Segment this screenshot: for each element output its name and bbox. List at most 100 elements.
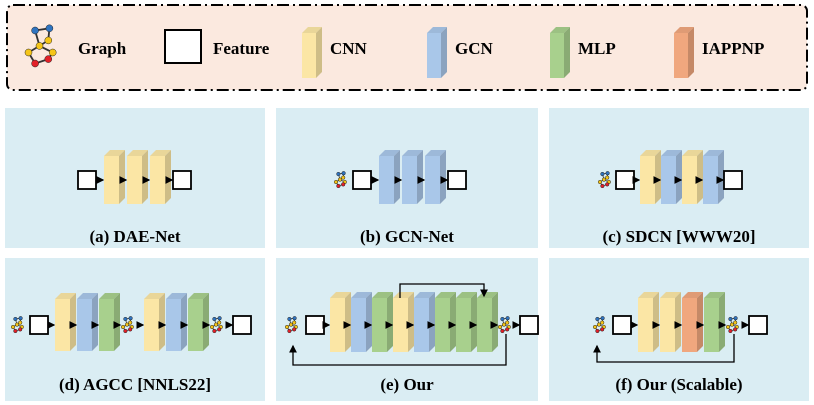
graph-node bbox=[725, 324, 731, 330]
graph-icon bbox=[333, 171, 347, 189]
mlp-layer-side bbox=[492, 292, 498, 352]
gcn-layer-front bbox=[351, 298, 366, 352]
iappnp-layer-top bbox=[682, 292, 703, 298]
cnn-layer bbox=[393, 292, 414, 352]
legend-graph-label: Graph bbox=[78, 39, 127, 58]
feature-icon bbox=[164, 29, 202, 64]
graph-node bbox=[128, 327, 133, 332]
graph-node bbox=[31, 26, 39, 35]
feature-box bbox=[615, 170, 635, 190]
graph-node bbox=[217, 327, 222, 332]
gcn-layer bbox=[77, 293, 98, 351]
graph-node bbox=[733, 316, 738, 321]
graph-icon bbox=[284, 316, 298, 334]
panel-e-pipeline bbox=[284, 283, 539, 366]
graph-node bbox=[600, 183, 605, 189]
cnn-layer-front bbox=[393, 298, 408, 352]
graph-node bbox=[35, 42, 44, 50]
cnn-layer-top bbox=[144, 293, 165, 299]
graph-node bbox=[341, 182, 346, 187]
graph-node bbox=[333, 179, 339, 185]
cnn-layer-front bbox=[660, 298, 675, 352]
mlp-layer bbox=[550, 27, 570, 78]
mlp-layer-front bbox=[435, 298, 450, 352]
mlp-layer-side bbox=[114, 293, 120, 351]
graph-icon bbox=[10, 316, 24, 334]
graph-node bbox=[24, 48, 33, 57]
gcn-layer-side bbox=[92, 293, 98, 351]
graph-node bbox=[341, 171, 346, 176]
cnn-layer-front bbox=[55, 299, 70, 351]
gcn-layer-top bbox=[402, 150, 423, 156]
graph-node bbox=[595, 316, 600, 322]
mlp-layer-front bbox=[704, 298, 719, 352]
gcn-layer-top bbox=[661, 150, 682, 156]
iappnp-layer-top bbox=[674, 27, 694, 33]
gcn-layer bbox=[166, 293, 187, 351]
gcn-layer bbox=[379, 150, 400, 204]
graph-node bbox=[605, 182, 610, 187]
cnn-layer-front bbox=[638, 298, 653, 352]
mlp-layer-front bbox=[188, 299, 203, 351]
legend-feature-label: Feature bbox=[213, 39, 270, 58]
cnn-layer-top bbox=[393, 292, 414, 298]
mlp-layer-front bbox=[99, 299, 114, 351]
cnn-layer bbox=[104, 150, 125, 204]
graph-node bbox=[728, 316, 733, 322]
graph-node bbox=[14, 322, 20, 327]
graph-node bbox=[500, 316, 505, 322]
feedback-arrow bbox=[593, 334, 735, 363]
cnn-layer-side bbox=[70, 293, 76, 351]
mlp-layer-side bbox=[719, 292, 725, 352]
gcn-layer-side bbox=[366, 292, 372, 352]
graph-node bbox=[292, 327, 297, 332]
gcn-layer-top bbox=[703, 150, 724, 156]
graph-node bbox=[729, 322, 735, 327]
cnn-layer-side bbox=[142, 150, 148, 204]
cnn-layer-top bbox=[330, 292, 351, 298]
graph-node bbox=[284, 324, 290, 330]
graph-node bbox=[592, 324, 598, 330]
graph-node bbox=[505, 327, 510, 332]
mlp-layer-top bbox=[456, 292, 477, 298]
graph-icon bbox=[725, 316, 739, 334]
gcn-layer-side bbox=[440, 150, 446, 204]
graph-icon bbox=[24, 24, 57, 68]
graph-node bbox=[292, 316, 297, 321]
mlp-layer bbox=[435, 292, 456, 352]
graph-node bbox=[733, 320, 738, 325]
gcn-layer-side bbox=[417, 150, 423, 204]
gcn-layer-front bbox=[427, 33, 441, 78]
skip-connection-arrow bbox=[399, 283, 488, 298]
gcn-layer-side bbox=[676, 150, 682, 204]
cnn-layer-front bbox=[127, 156, 142, 204]
mlp-layer-side bbox=[387, 292, 393, 352]
graph-node bbox=[128, 320, 133, 325]
graph-node bbox=[13, 328, 18, 334]
cnn-layer-front bbox=[682, 156, 697, 204]
graph-node bbox=[217, 320, 222, 325]
feature-box bbox=[748, 315, 768, 335]
cnn-layer-front bbox=[150, 156, 165, 204]
cnn-layer bbox=[127, 150, 148, 204]
graph-node bbox=[120, 324, 126, 330]
gcn-layer-top bbox=[425, 150, 446, 156]
caption-d: (d) AGCC [NNLS22] bbox=[59, 375, 211, 394]
graph-node bbox=[605, 175, 610, 180]
graph-node bbox=[10, 324, 16, 330]
gcn-layer-side bbox=[429, 292, 435, 352]
graph-node bbox=[600, 171, 605, 177]
legend-cnn-label: CNN bbox=[330, 39, 368, 58]
graph-node bbox=[212, 328, 217, 334]
graph-node bbox=[505, 320, 510, 325]
mlp-layer-front bbox=[477, 298, 492, 352]
graph-node bbox=[209, 324, 215, 330]
mlp-layer-top bbox=[704, 292, 725, 298]
graph-node bbox=[48, 48, 57, 57]
gcn-layer-front bbox=[703, 156, 718, 204]
mlp-layer bbox=[188, 293, 209, 351]
feedback-arrow bbox=[289, 334, 507, 366]
feature-box bbox=[612, 315, 632, 335]
graph-icon bbox=[24, 24, 57, 68]
mlp-layer bbox=[99, 293, 120, 351]
